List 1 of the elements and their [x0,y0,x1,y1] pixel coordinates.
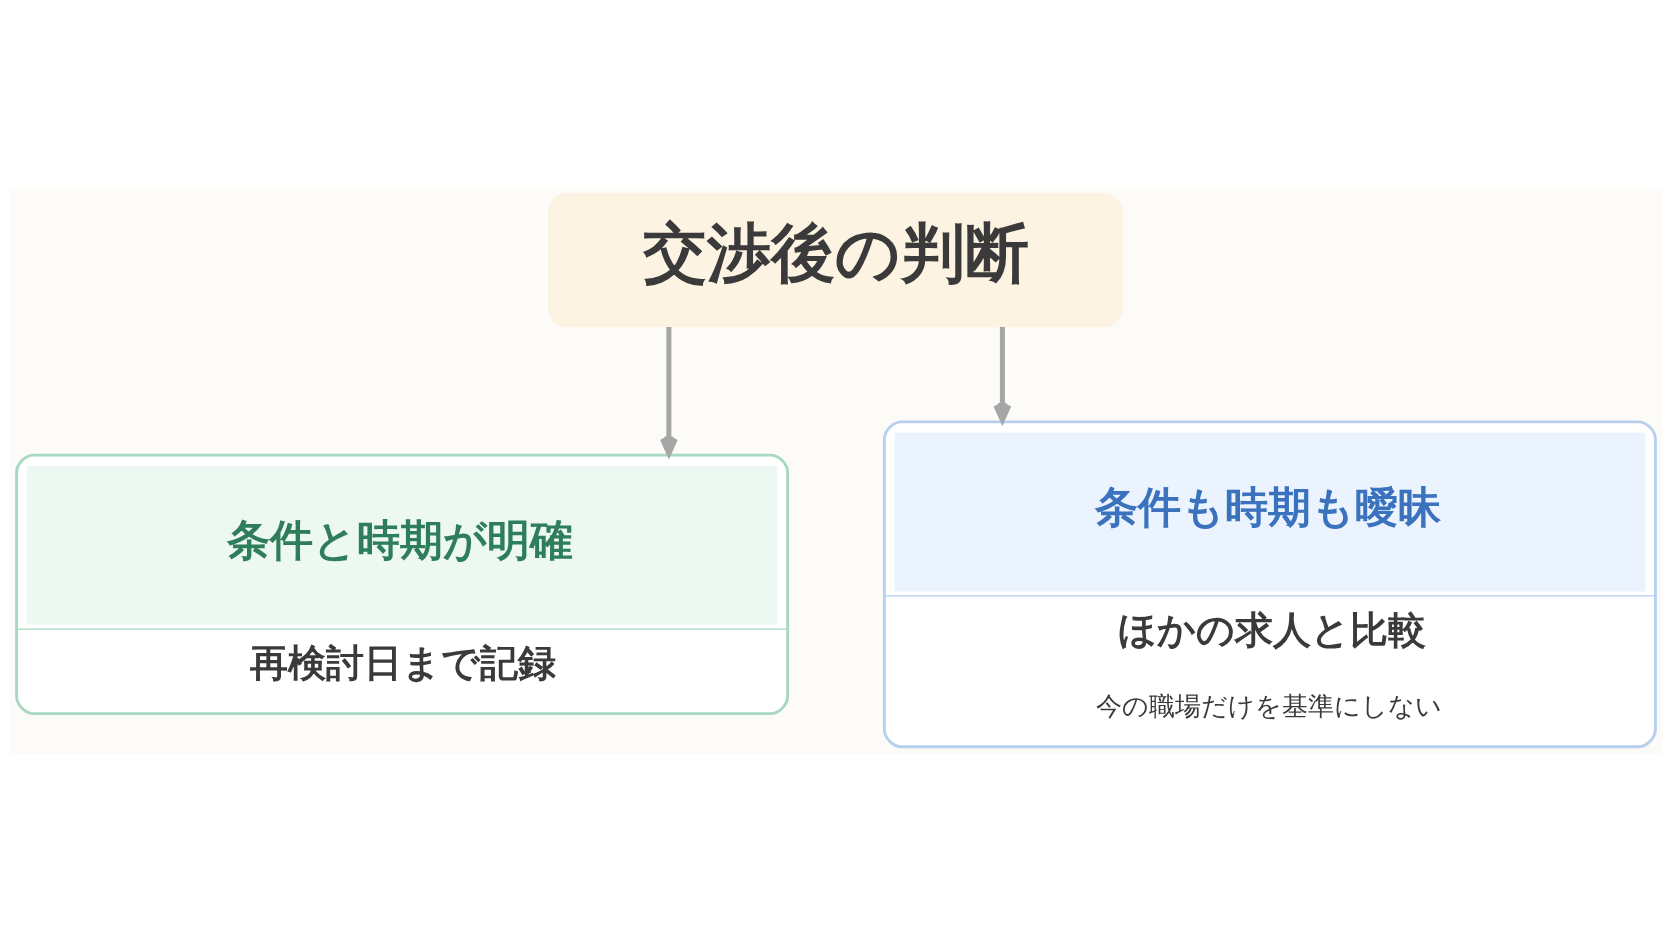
node-box: 交渉後の判断 [547,192,1123,327]
